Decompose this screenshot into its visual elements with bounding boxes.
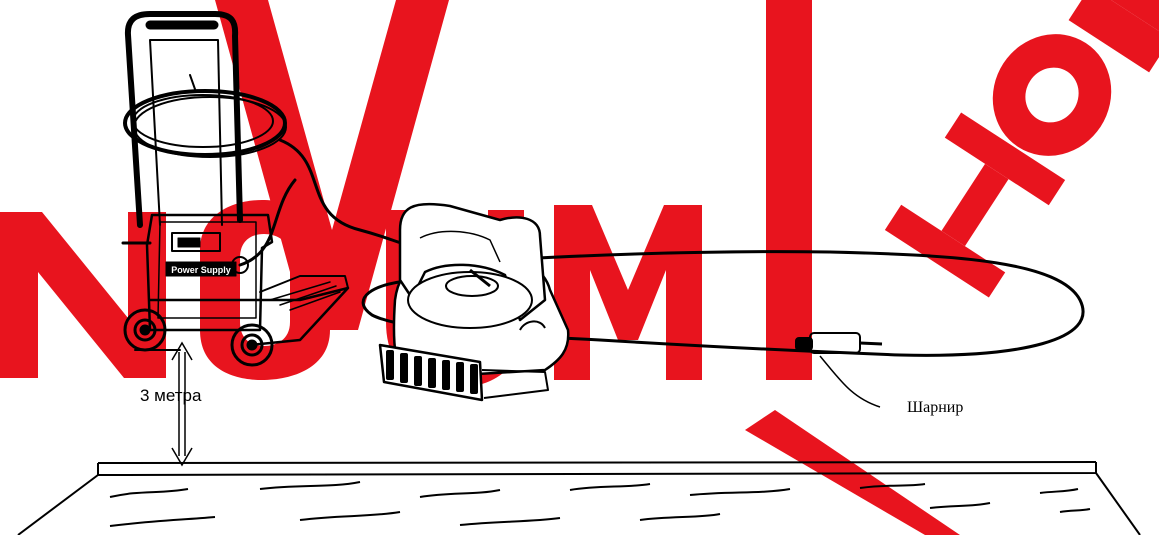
hinge-label: Шарнир [907, 399, 963, 417]
pool-edge [18, 462, 1140, 535]
distance-label: 3 метра [140, 386, 201, 406]
svg-text:Power Supply: Power Supply [171, 265, 231, 275]
pool-robot [380, 204, 568, 400]
